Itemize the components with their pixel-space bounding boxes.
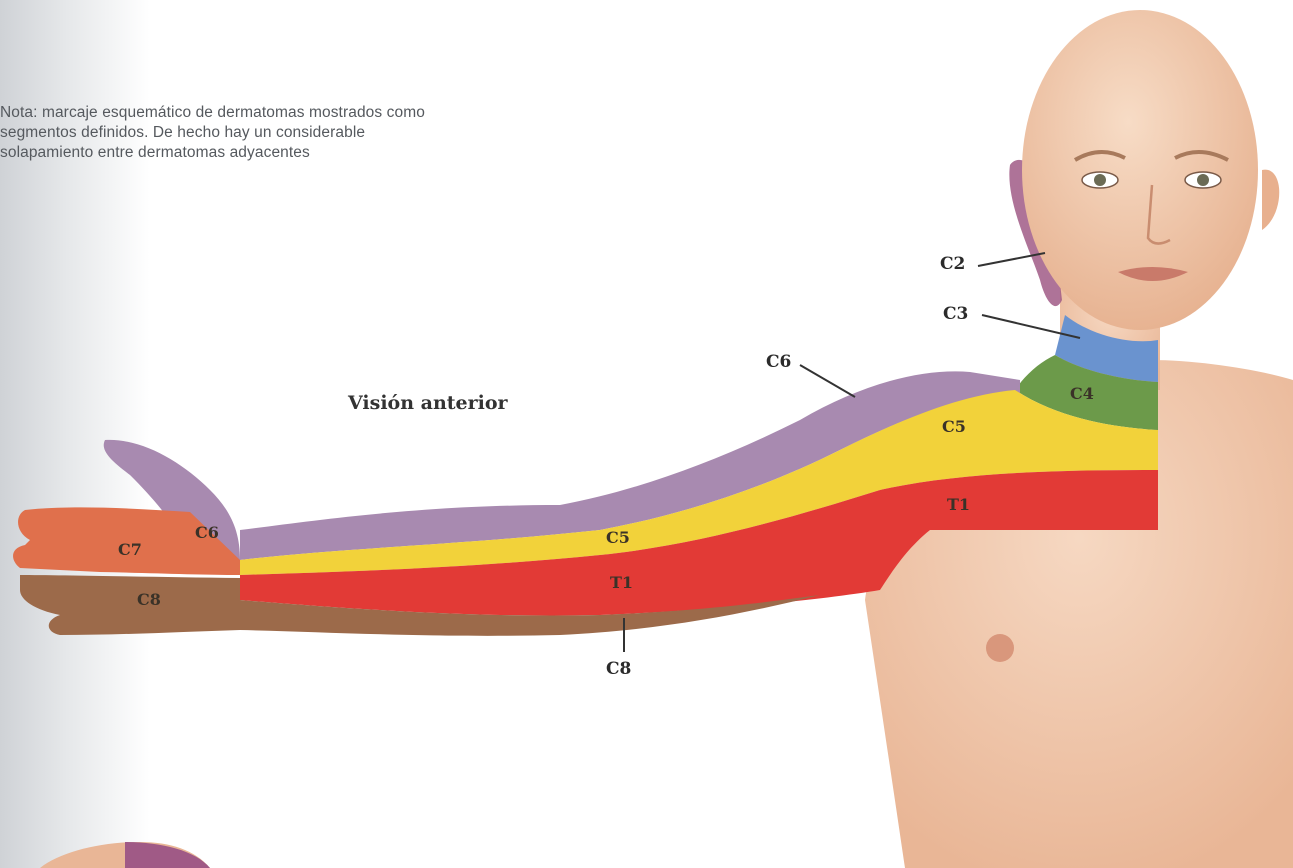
right-iris xyxy=(1197,174,1209,186)
right-ear xyxy=(1262,170,1279,230)
label-c4: C4 xyxy=(1070,384,1094,403)
label-c5-shoulder: C5 xyxy=(942,417,966,436)
note-line-1: Nota: marcaje esquemático de dermatomas … xyxy=(0,103,620,123)
label-c8-hand: C8 xyxy=(137,590,161,609)
label-t1-arm: T1 xyxy=(947,495,970,514)
nipple xyxy=(986,634,1014,662)
label-c3: C3 xyxy=(943,304,968,324)
label-t1-forearm: T1 xyxy=(610,573,633,592)
c8-hand-region xyxy=(20,575,240,635)
note-line-2: segmentos definidos. De hecho hay un con… xyxy=(0,123,620,143)
left-iris xyxy=(1094,174,1106,186)
note-line-3: solapamiento entre dermatomas adyacentes xyxy=(0,143,620,163)
label-c5-forearm: C5 xyxy=(606,528,630,547)
label-c7-hand: C7 xyxy=(118,540,142,559)
c6-shoulder-leader-line xyxy=(800,365,855,397)
label-c8-forearm: C8 xyxy=(606,659,631,679)
label-c6-shoulder: C6 xyxy=(766,352,791,372)
label-c6-hand: C6 xyxy=(195,523,219,542)
schematic-note: Nota: marcaje esquemático de dermatomas … xyxy=(0,103,620,163)
view-title: Visión anterior xyxy=(348,392,508,414)
label-c2: C2 xyxy=(940,254,965,274)
head xyxy=(1022,10,1258,330)
